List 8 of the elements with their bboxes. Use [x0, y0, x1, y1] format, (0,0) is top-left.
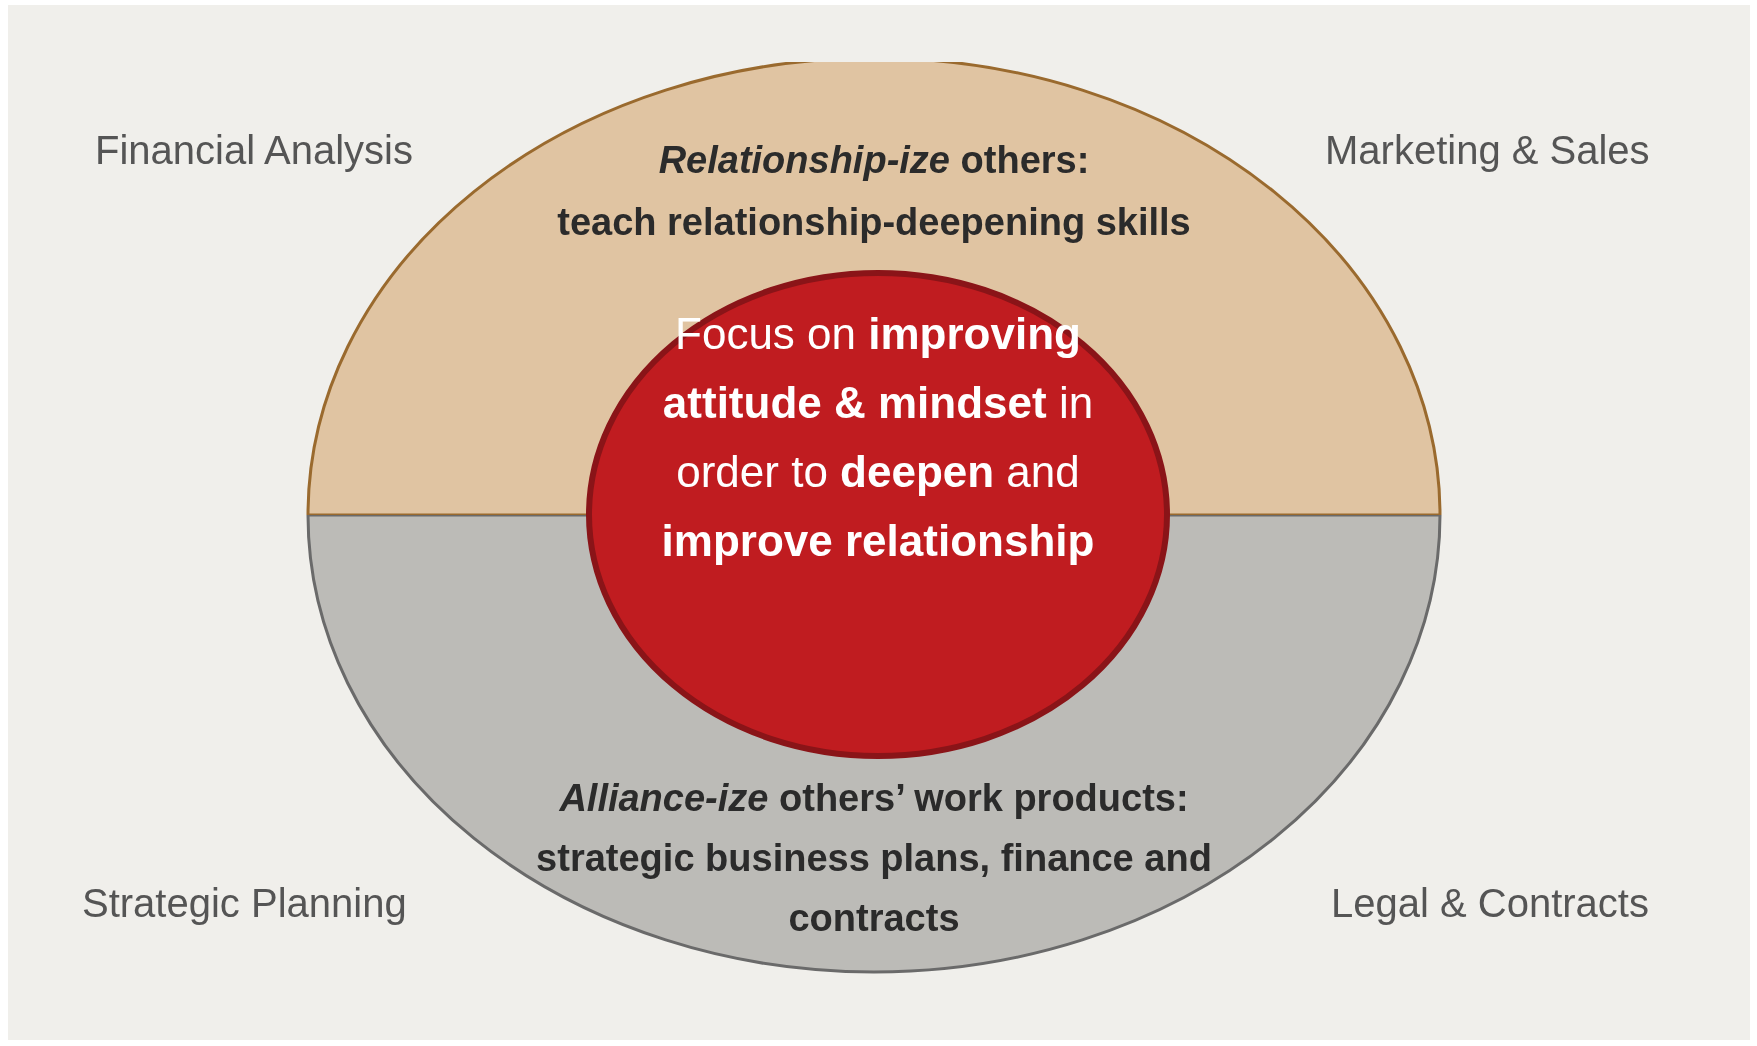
area-label: Financial Analysis: [95, 128, 413, 173]
area-label: Strategic Planning: [82, 881, 407, 926]
body-text: Focus on improving attitude & mindset in order to deepen and improve relationship: [660, 308, 1096, 567]
area-label: Marketing & Sales: [1325, 128, 1650, 173]
area-label: Legal & Contracts: [1331, 881, 1649, 926]
body-text: strategic business plans, finance and contracts: [535, 836, 1213, 941]
heading-text: Alliance-ize others’ work products:: [558, 776, 1190, 821]
body-text: teach relationship-deepening skills: [556, 200, 1192, 245]
